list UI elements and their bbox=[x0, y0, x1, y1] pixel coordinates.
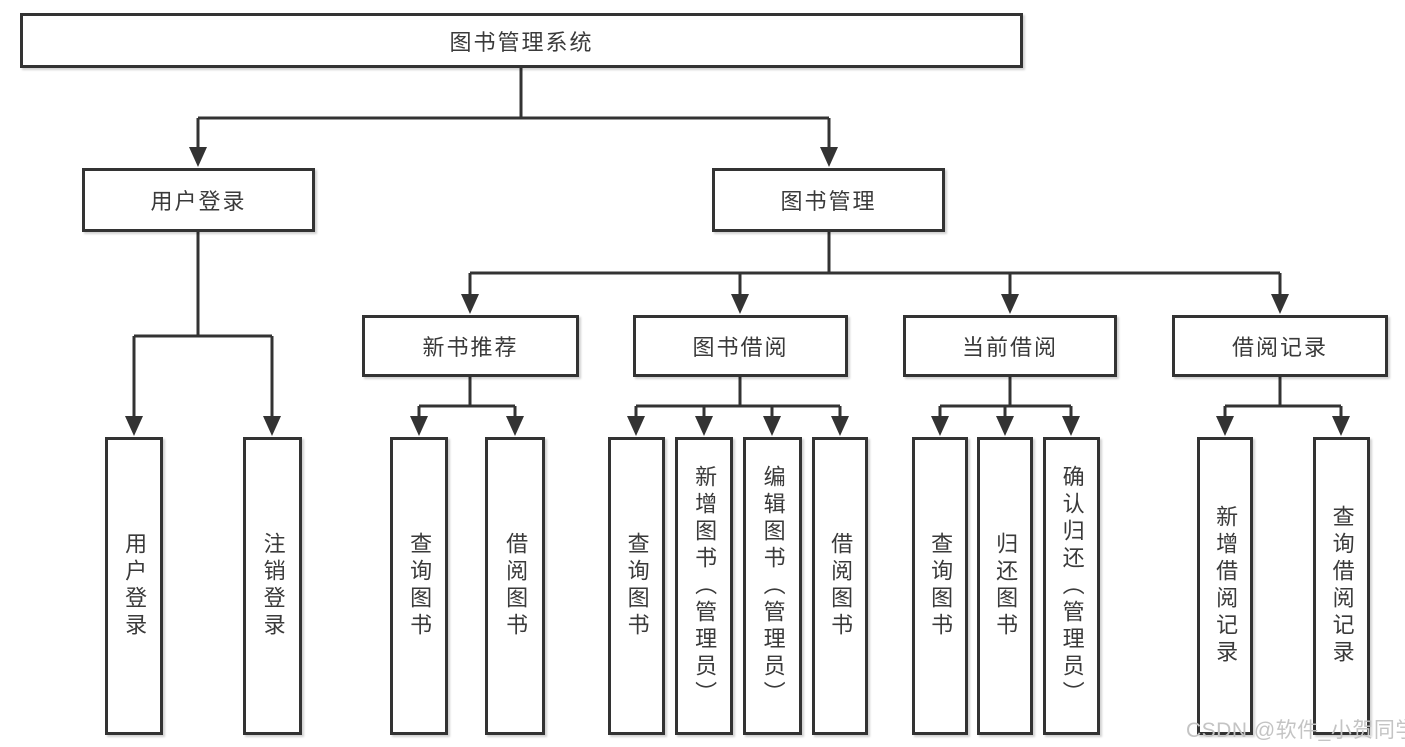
leaf-user-login: 用户登录 bbox=[105, 437, 163, 735]
leaf-query-books-2: 查询图书 bbox=[608, 437, 665, 735]
csdn-watermark: CSDN @软件_小贺同学 bbox=[1186, 719, 1405, 742]
leaf-add-borrow-record: 新增借阅记录 bbox=[1197, 437, 1253, 735]
leaf-add-books-admin: 新增图书（管理员） bbox=[675, 437, 733, 735]
connector-bookborrow-to-leaves bbox=[627, 377, 849, 436]
connector-root-to-level2 bbox=[189, 68, 838, 167]
node-label: 借阅图书 bbox=[828, 532, 854, 640]
leaf-borrow-books-1: 借阅图书 bbox=[485, 437, 545, 735]
leaf-edit-books-admin: 编辑图书（管理员） bbox=[743, 437, 802, 735]
node-label: 图书管理系统 bbox=[449, 29, 594, 55]
node-label: 借阅图书 bbox=[503, 532, 529, 640]
node-label: 新增图书（管理员） bbox=[692, 464, 718, 708]
leaf-logout-login: 注销登录 bbox=[243, 437, 302, 735]
node-label: 用户登录 bbox=[122, 532, 148, 640]
leaf-query-books-3: 查询图书 bbox=[912, 437, 968, 735]
connector-bookmgmt-to-level3 bbox=[461, 232, 1289, 314]
node-label: 查询图书 bbox=[407, 532, 433, 640]
node-label: 注销登录 bbox=[260, 532, 286, 640]
node-book-management: 图书管理 bbox=[712, 168, 945, 232]
node-label: 借阅记录 bbox=[1231, 335, 1328, 360]
connector-newbook-to-leaves bbox=[410, 377, 524, 436]
leaf-query-books-1: 查询图书 bbox=[390, 437, 448, 735]
connector-userlogin-to-leaves bbox=[125, 232, 281, 436]
node-label: 用户登录 bbox=[150, 189, 247, 214]
node-label: 确认归还（管理员） bbox=[1059, 464, 1085, 708]
leaf-query-borrow-record: 查询借阅记录 bbox=[1313, 437, 1370, 735]
node-label: 编辑图书（管理员） bbox=[760, 464, 786, 708]
node-label: 归还图书 bbox=[993, 532, 1019, 640]
node-new-book-recommend: 新书推荐 bbox=[362, 315, 579, 377]
node-label: 新书推荐 bbox=[422, 335, 519, 360]
node-borrow-records: 借阅记录 bbox=[1172, 315, 1388, 377]
node-current-borrow: 当前借阅 bbox=[903, 315, 1117, 377]
node-label: 查询借阅记录 bbox=[1329, 505, 1355, 667]
node-label: 当前借阅 bbox=[961, 335, 1058, 360]
leaf-borrow-books-2: 借阅图书 bbox=[812, 437, 868, 735]
node-label: 查询图书 bbox=[928, 532, 954, 640]
node-root: 图书管理系统 bbox=[20, 13, 1023, 68]
node-user-login: 用户登录 bbox=[82, 168, 315, 232]
node-label: 新增借阅记录 bbox=[1213, 505, 1239, 667]
node-label: 图书借阅 bbox=[692, 335, 789, 360]
leaf-return-books: 归还图书 bbox=[977, 437, 1033, 735]
node-label: 查询图书 bbox=[624, 532, 650, 640]
node-label: 图书管理 bbox=[780, 189, 877, 214]
connector-currentborrow-to-leaves bbox=[931, 377, 1080, 436]
node-book-borrow: 图书借阅 bbox=[633, 315, 848, 377]
leaf-confirm-return-admin: 确认归还（管理员） bbox=[1043, 437, 1100, 735]
connector-borrowrecord-to-leaves bbox=[1216, 377, 1350, 436]
